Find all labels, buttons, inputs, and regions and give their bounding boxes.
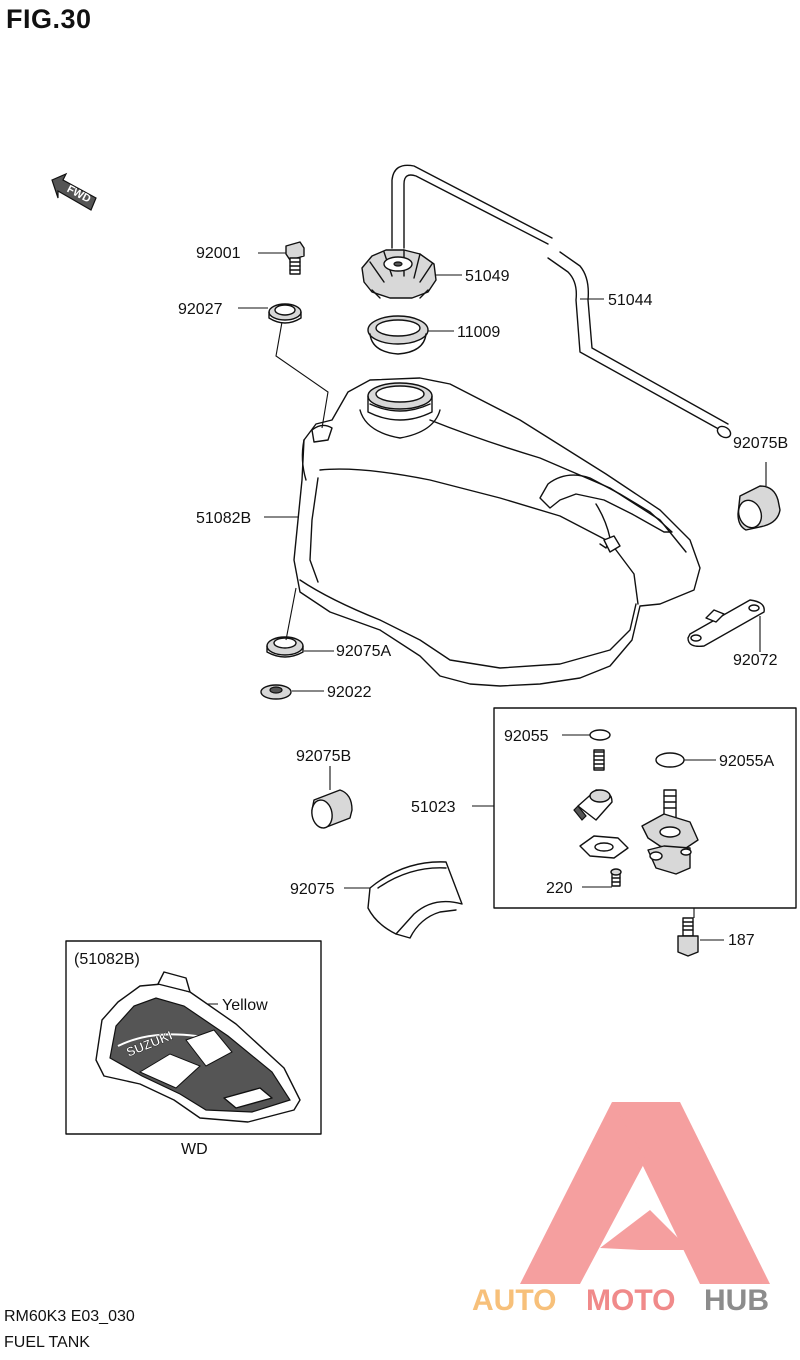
watermark-logo-icon — [520, 1102, 770, 1284]
fuel-cock-box — [493, 707, 797, 909]
label-92027: 92027 — [178, 301, 223, 318]
watermark-hub: HUB — [704, 1284, 769, 1317]
gasket-11009 — [367, 315, 429, 355]
fuel-tank-51082B — [293, 377, 701, 687]
label-51082B: 51082B — [196, 510, 251, 527]
o-ring-92055A — [655, 752, 685, 768]
breather-hose — [391, 164, 732, 439]
bolt-187 — [677, 917, 699, 957]
label-11009: 11009 — [457, 324, 500, 341]
grommet-92075B-top — [737, 485, 781, 531]
fuel-cap-51049 — [361, 249, 437, 299]
label-92055: 92055 — [504, 728, 549, 745]
grommet-92075B-mid — [311, 789, 353, 829]
label-92001: 92001 — [196, 245, 241, 262]
bolt-92001 — [285, 241, 305, 275]
label-51044: 51044 — [608, 292, 653, 309]
inset-decal-box: (51082B) Yellow SUZUKI WD — [65, 940, 322, 1158]
label-92075: 92075 — [290, 881, 335, 898]
grommet-92075A — [266, 636, 304, 658]
label-92022: 92022 — [327, 684, 372, 701]
screw-220 — [610, 868, 622, 887]
packing-plate — [579, 835, 629, 859]
label-220: 220 — [546, 880, 573, 897]
label-92055A: 92055A — [719, 753, 774, 770]
figure-title: FIG.30 — [6, 4, 92, 34]
label-92075B-mid: 92075B — [296, 748, 351, 765]
label-92075B-top: 92075B — [733, 435, 788, 452]
spring — [593, 749, 605, 771]
fwd-arrow-icon: FWD — [51, 172, 97, 211]
label-51049: 51049 — [465, 268, 510, 285]
inset-variant-label: WD — [181, 1141, 208, 1158]
watermark-text: AUTO MOTO HUB — [472, 1284, 769, 1317]
inset-ref-label: (51082B) — [74, 951, 140, 968]
cushion-92075 — [367, 861, 463, 939]
leader-lines — [238, 252, 767, 941]
label-92075A: 92075A — [336, 643, 391, 660]
fuel-cock-body — [641, 789, 699, 875]
inset-color-label: Yellow — [222, 997, 268, 1014]
watermark-auto: AUTO — [472, 1284, 556, 1317]
label-187: 187 — [728, 932, 755, 949]
lever — [573, 789, 613, 821]
washer-92027 — [268, 303, 302, 324]
label-92072: 92072 — [733, 652, 778, 669]
bracket-92072 — [687, 599, 765, 648]
watermark-moto: MOTO — [586, 1284, 675, 1317]
label-51023: 51023 — [411, 799, 456, 816]
washer-92022 — [260, 684, 292, 700]
model-code: RM60K3 E03_030 — [4, 1308, 135, 1325]
decal-tank-illustration: SUZUKI — [95, 971, 301, 1123]
section-name: FUEL TANK — [4, 1334, 90, 1351]
o-ring-92055 — [589, 729, 611, 741]
